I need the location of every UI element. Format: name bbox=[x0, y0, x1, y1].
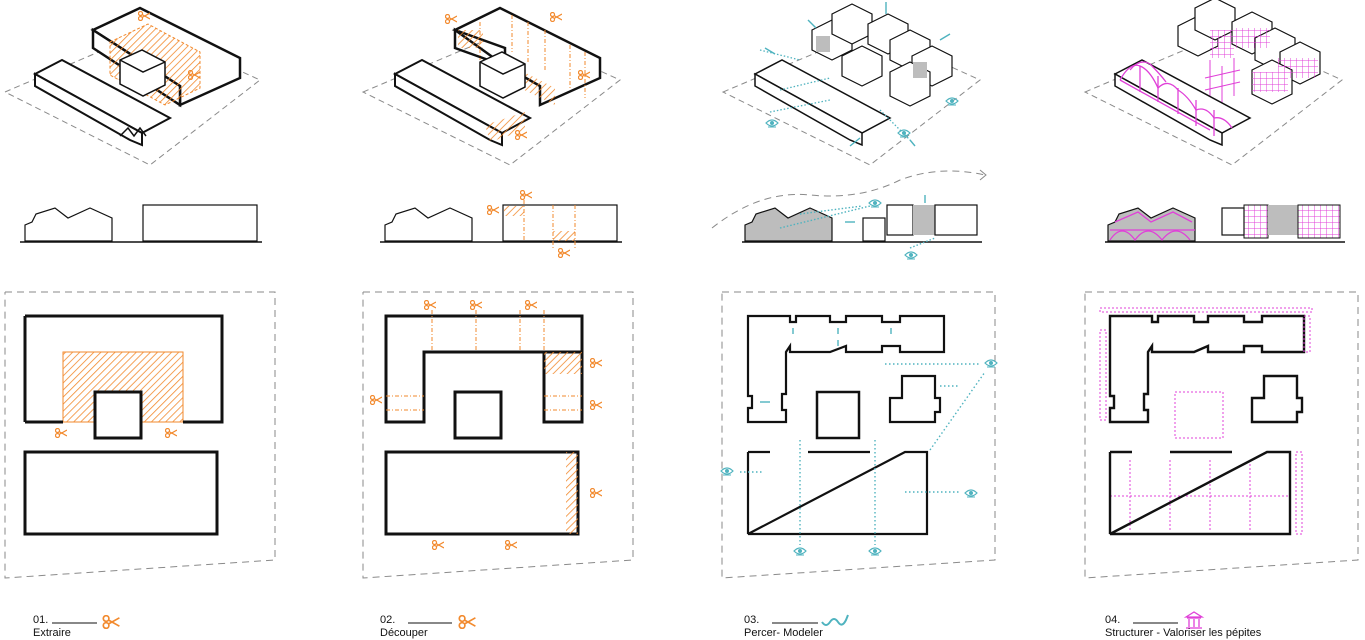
heritage-building-icon bbox=[1183, 611, 1205, 629]
step-number: 04. bbox=[1105, 614, 1121, 626]
plan-view-1 bbox=[4, 291, 276, 579]
axo-view-4 bbox=[1083, 0, 1343, 166]
step-label: Structurer - Valoriser les pépites bbox=[1105, 627, 1262, 639]
step-label: Percer- Modeler bbox=[744, 627, 823, 639]
step-number: 01. bbox=[33, 614, 49, 626]
section-view-1 bbox=[20, 204, 262, 243]
step-1-caption: 01. Extraire bbox=[33, 614, 71, 640]
panel-2-decouper bbox=[361, 6, 634, 579]
section-view-2 bbox=[380, 190, 622, 258]
panel-4-structurer bbox=[1083, 0, 1359, 579]
panel-1-extraire bbox=[3, 6, 276, 579]
step-number: 03. bbox=[744, 614, 760, 626]
panel-3-percer-modeler bbox=[711, 2, 998, 579]
plan-view-2 bbox=[362, 291, 634, 579]
axo-view-1 bbox=[3, 6, 261, 166]
step-label: Extraire bbox=[33, 627, 71, 639]
section-view-3 bbox=[711, 169, 987, 260]
plan-view-3 bbox=[720, 291, 998, 579]
plan-view-4 bbox=[1084, 291, 1359, 579]
step-3-caption: 03. Percer- Modeler bbox=[744, 614, 823, 640]
scissors-icon bbox=[458, 615, 476, 629]
wave-icon bbox=[821, 614, 849, 626]
step-label: Découper bbox=[380, 627, 428, 639]
step-4-caption: 04. Structurer - Valoriser les pépites bbox=[1105, 614, 1261, 640]
axo-view-2 bbox=[361, 6, 621, 166]
step-number: 02. bbox=[380, 614, 396, 626]
scissors-icon bbox=[102, 615, 120, 629]
step-2-caption: 02. Découper bbox=[380, 614, 428, 640]
axo-view-3 bbox=[721, 2, 981, 166]
section-view-4 bbox=[1105, 204, 1345, 243]
